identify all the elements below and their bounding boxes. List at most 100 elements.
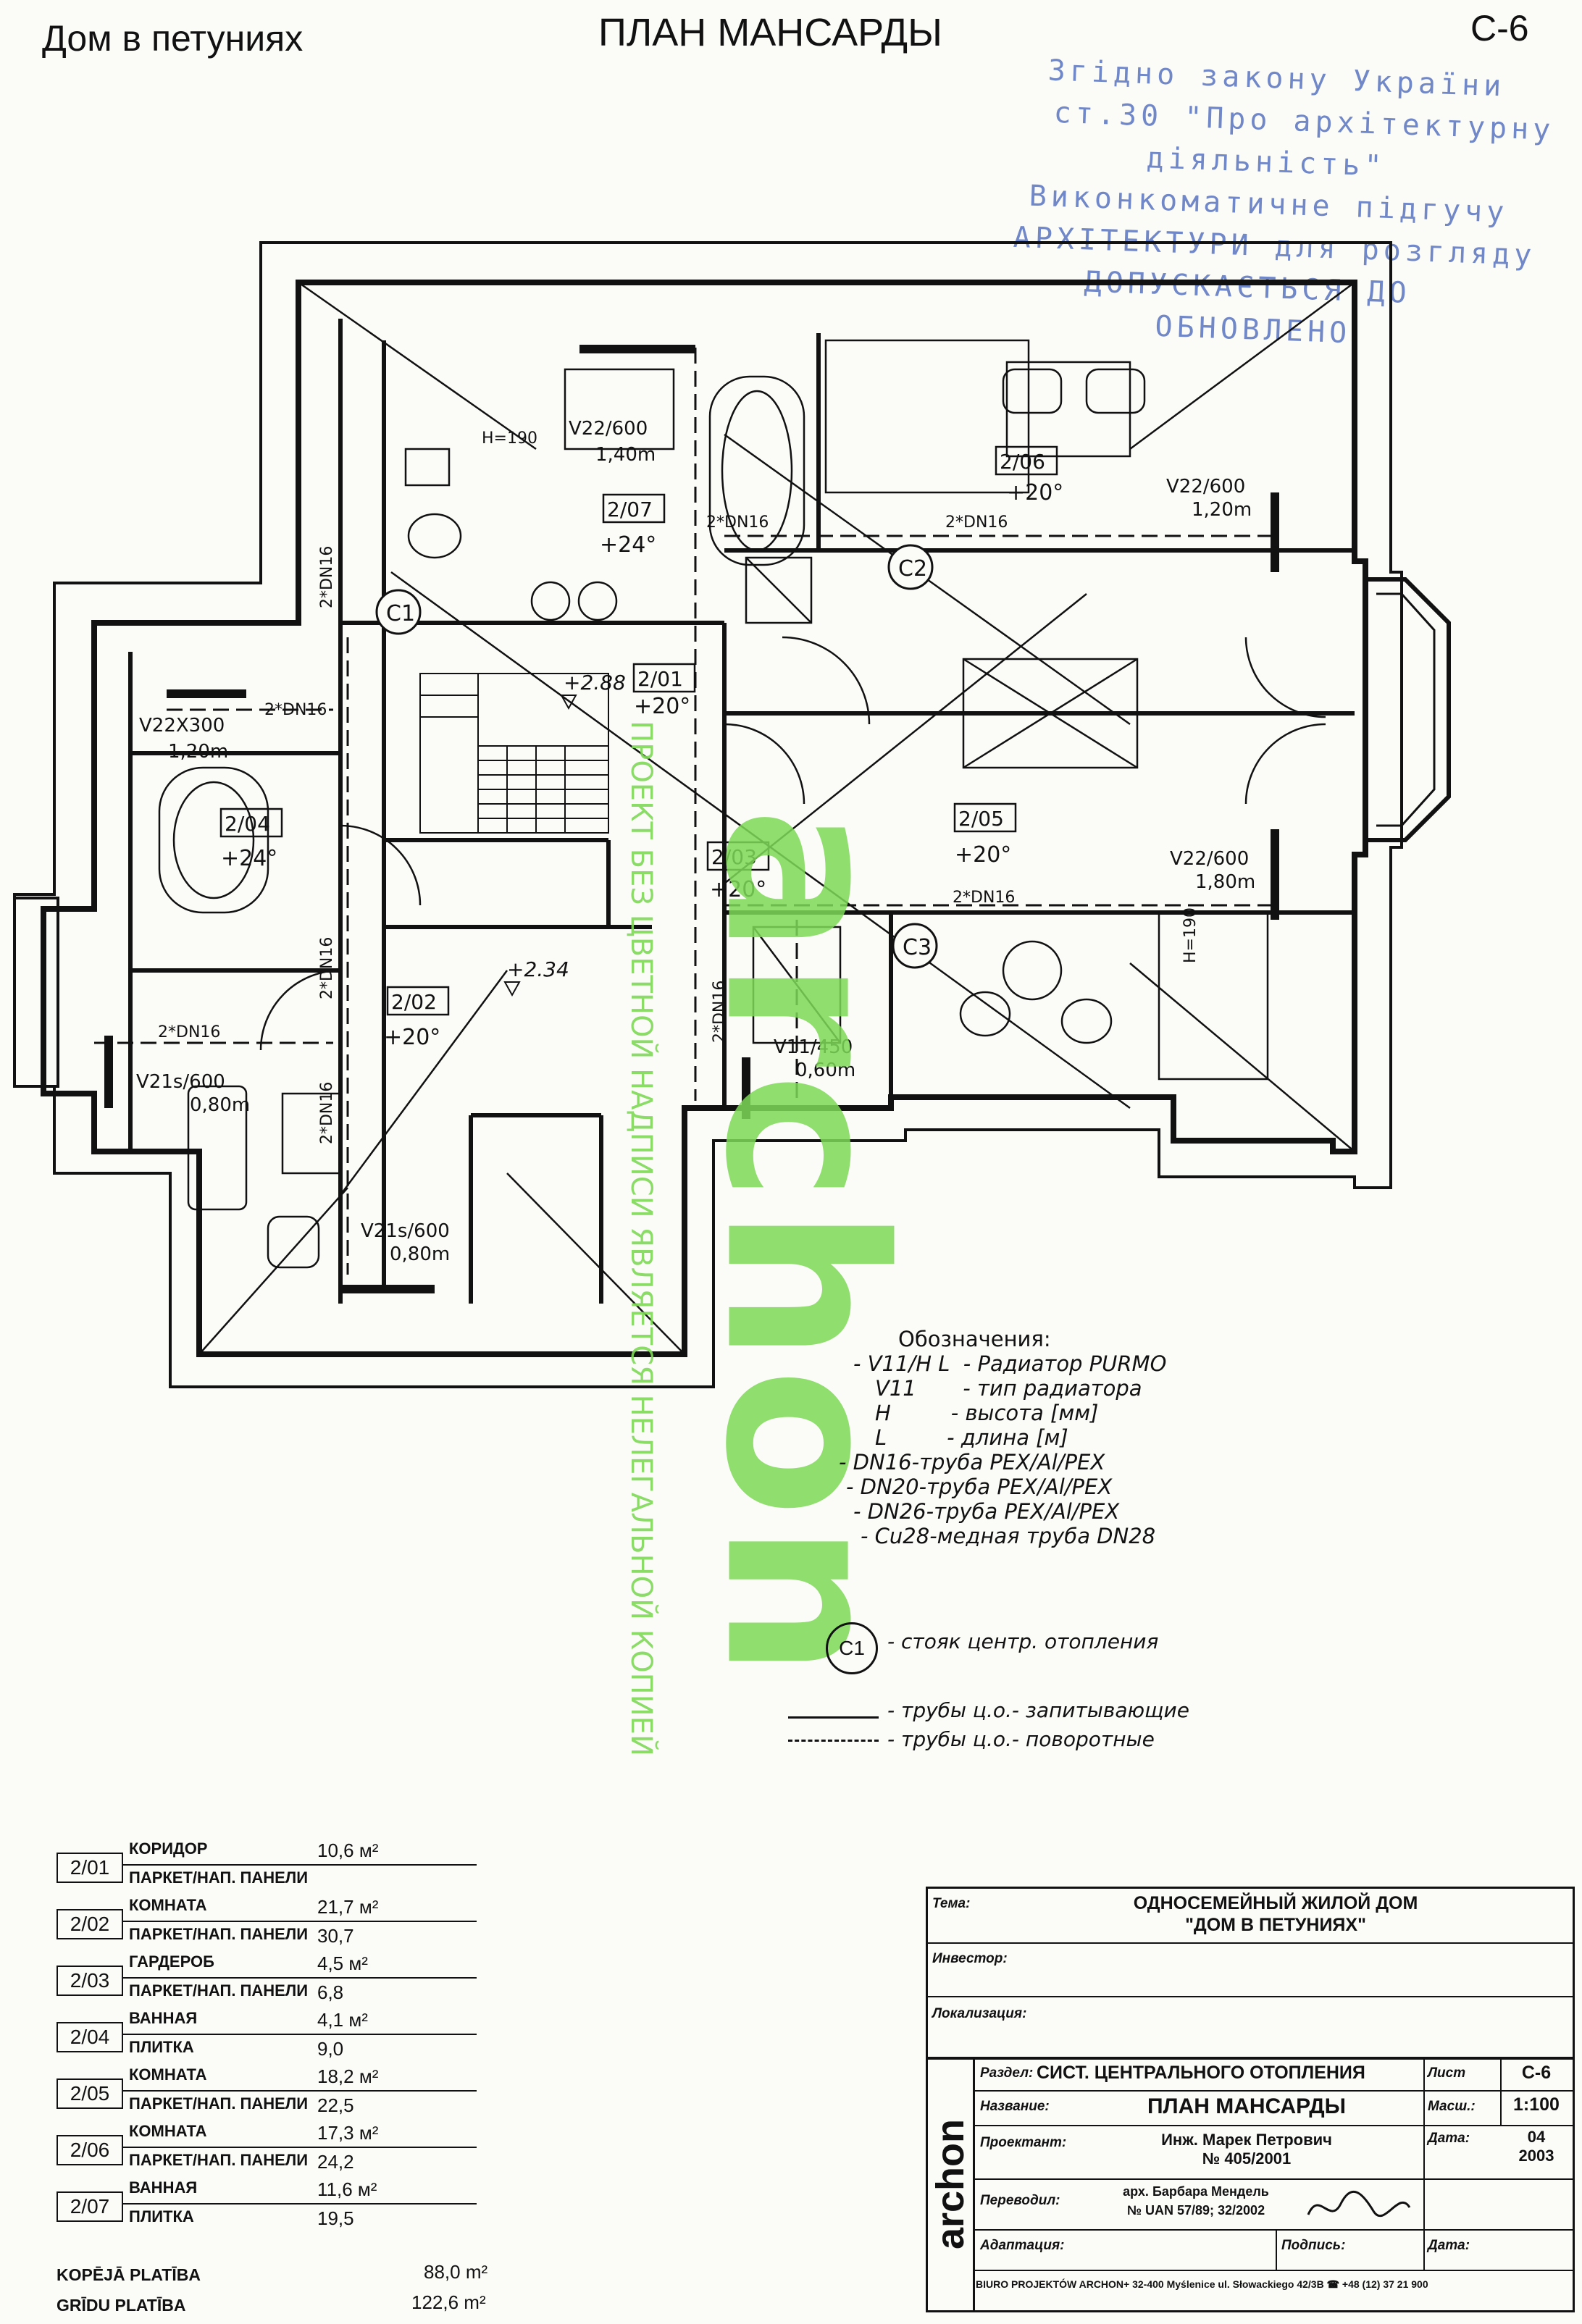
room-code: 2/03 bbox=[56, 1966, 123, 1996]
armchair bbox=[959, 991, 1011, 1037]
room-finish: ПАРКЕТ/НАП. ПАНЕЛИ bbox=[129, 1868, 309, 1887]
signature bbox=[1305, 2186, 1413, 2229]
room-temp: +20° bbox=[384, 1025, 440, 1050]
legend: Обозначения: - V11/H L - Радиатор PURMO … bbox=[839, 1327, 1281, 1548]
room-finish-area: 22,5 bbox=[317, 2094, 354, 2116]
tb-sheet-val: С-6 bbox=[1521, 2063, 1552, 2083]
radiator-type: V11/450 bbox=[774, 1036, 853, 1058]
pipe-label: 2*DN16 bbox=[953, 889, 1015, 907]
room-finish-area: 24,2 bbox=[317, 2151, 354, 2173]
riser-label: C3 bbox=[903, 935, 932, 960]
room-area: 17,3 м² bbox=[317, 2122, 379, 2144]
desk bbox=[1158, 911, 1269, 1081]
room-name: КОМНАТА bbox=[129, 2065, 207, 2084]
room-code: 2/05 bbox=[958, 807, 1004, 831]
heating-pipes bbox=[94, 348, 1275, 1275]
room-area: 18,2 м² bbox=[317, 2065, 379, 2087]
tb-investor-key: Инвестор: bbox=[932, 1951, 1008, 1966]
tb-scale-key: Масш.: bbox=[1428, 2099, 1476, 2114]
room-finish: ПАРКЕТ/НАП. ПАНЕЛИ bbox=[129, 1925, 309, 1943]
tb-date2-key: Дата: bbox=[1428, 2238, 1470, 2253]
washbasin bbox=[530, 581, 571, 621]
room-finish-area: 9,0 bbox=[317, 2038, 344, 2060]
floor-area-label: GRĪDU PLATĪBA bbox=[56, 2296, 186, 2315]
wardrobe bbox=[962, 658, 1139, 769]
pipe-label: 2*DN16 bbox=[158, 1023, 220, 1041]
room-code: 2/02 bbox=[391, 990, 437, 1014]
bathtub bbox=[708, 375, 805, 566]
radiator-length: 0,60m bbox=[795, 1060, 855, 1081]
pipe-label: 2*DN16 bbox=[711, 981, 729, 1043]
room-code: 2/03 bbox=[711, 845, 757, 869]
radiator-type: V21s/600 bbox=[136, 1071, 225, 1093]
pipe-label: 2*DN16 bbox=[318, 937, 336, 999]
room-code: 2/07 bbox=[56, 2191, 123, 2222]
vanity bbox=[564, 368, 675, 450]
room-code: 2/01 bbox=[637, 667, 683, 691]
bathtub bbox=[158, 766, 269, 914]
tb-designer-val1: Инж. Марек Петрович bbox=[1161, 2131, 1332, 2149]
tb-location-key: Локализация: bbox=[932, 2006, 1027, 2021]
title-block: Тема: ОДНОСЕМЕЙНЫЙ ЖИЛОЙ ДОМ "ДОМ В ПЕТУ… bbox=[926, 1887, 1575, 2312]
pipe-label: 2*DN16 bbox=[318, 1082, 336, 1144]
radiator-type: V21s/600 bbox=[361, 1220, 450, 1242]
tb-designer-val2: № 405/2001 bbox=[1202, 2149, 1292, 2168]
tb-adaptation-key: Адаптация: bbox=[980, 2238, 1065, 2253]
legend-item: - V11/H L - Радиатор PURMO bbox=[853, 1351, 1167, 1376]
archon-logo: archon bbox=[677, 807, 931, 1684]
room-code: 2/04 bbox=[225, 812, 270, 836]
room-finish-area: 19,5 bbox=[317, 2207, 354, 2229]
left-balcony bbox=[13, 897, 59, 1088]
legend-title: Обозначения: bbox=[898, 1327, 1051, 1351]
room-finish: ПАРКЕТ/НАП. ПАНЕЛИ bbox=[129, 2094, 309, 2113]
total-area-value: 88,0 m² bbox=[424, 2261, 488, 2283]
radiator-type: V22/600 bbox=[1166, 476, 1245, 498]
riser-c2 bbox=[887, 544, 934, 590]
room-temp: +20° bbox=[634, 694, 690, 719]
tb-tema-key: Тема: bbox=[932, 1896, 971, 1911]
tb-footer: BIURO PROJEKTÓW ARCHON+ 32-400 Myślenice… bbox=[976, 2278, 1428, 2290]
shower bbox=[745, 556, 813, 624]
room-finish-area: 30,7 bbox=[317, 1925, 354, 1947]
riser-label: C1 bbox=[386, 601, 415, 626]
copy-warning: ПРОЕКТ БЕЗ ЦВЕТНОЙ НАДПИСИ ЯВЛЯЕТСЯ НЕЛЕ… bbox=[624, 721, 658, 1756]
tb-name-val: ПЛАН МАНСАРДЫ bbox=[1147, 2094, 1347, 2118]
area-row: 2/07 ВАННАЯ 11,6 м² ПЛИТКА 19,5 bbox=[56, 2178, 506, 2235]
room-name: КОРИДОР bbox=[129, 1840, 208, 1858]
supply-line-symbol bbox=[788, 1716, 879, 1719]
radiators bbox=[104, 345, 1279, 1293]
toilet bbox=[407, 513, 462, 559]
room-temp: +24° bbox=[221, 846, 277, 871]
tb-tema-line1: ОДНОСЕМЕЙНЫЙ ЖИЛОЙ ДОМ bbox=[1133, 1893, 1418, 1913]
room-area: 10,6 м² bbox=[317, 1840, 379, 1861]
tb-date-val1: 04 bbox=[1527, 2128, 1546, 2146]
tb-section-val: СИСТ. ЦЕНТРАЛЬНОГО ОТОПЛЕНИЯ bbox=[1037, 2063, 1365, 2083]
floor-area-value: 122,6 m² bbox=[411, 2291, 486, 2313]
armchair bbox=[1060, 998, 1113, 1044]
room-temp: +24° bbox=[600, 532, 656, 558]
room-name: ГАРДЕРОБ bbox=[129, 1952, 214, 1971]
room-area: 4,5 м² bbox=[317, 1952, 368, 1974]
legend-item: V11 - тип радиатора bbox=[875, 1376, 1142, 1401]
riser-c3 bbox=[892, 923, 938, 969]
level-mark: +2.88 bbox=[564, 671, 626, 695]
legend-item: - Cu28-медная труба DN28 bbox=[861, 1524, 1156, 1548]
legend-riser-symbol: C1 bbox=[826, 1622, 878, 1674]
radiator-type: V22/600 bbox=[569, 418, 648, 440]
room-name: ВАННАЯ bbox=[129, 2178, 198, 2197]
chair bbox=[1002, 368, 1063, 414]
area-row: 2/06 КОМНАТА 17,3 м² ПАРКЕТ/НАП. ПАНЕЛИ … bbox=[56, 2122, 506, 2178]
room-area: 4,1 м² bbox=[317, 2009, 368, 2031]
tb-tema-line2: "ДОМ В ПЕТУНИЯХ" bbox=[1185, 1915, 1366, 1935]
legend-item: - DN20-труба PEX/Al/PEX bbox=[846, 1474, 1113, 1499]
tb-translator-key: Переводил: bbox=[980, 2193, 1060, 2208]
height-label: H=190 bbox=[1181, 907, 1200, 963]
armchair bbox=[267, 1215, 320, 1269]
room-finish: ПАРКЕТ/НАП. ПАНЕЛИ bbox=[129, 1981, 309, 2000]
bay-window bbox=[1365, 577, 1451, 842]
riser-label: C2 bbox=[898, 556, 927, 582]
staircase bbox=[419, 673, 609, 834]
sheet-title: ПЛАН МАНСАРДЫ bbox=[598, 11, 942, 54]
room-temp: +20° bbox=[955, 842, 1011, 868]
room-temp: +20° bbox=[710, 877, 766, 902]
